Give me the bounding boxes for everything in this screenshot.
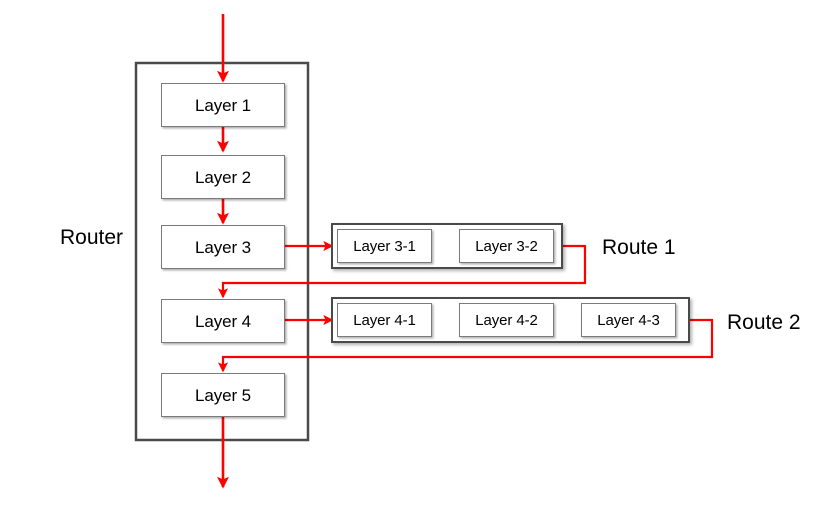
node-layer-3[interactable]: Layer 3 [161,225,285,269]
node-layer-3-2[interactable]: Layer 3-2 [459,229,554,263]
route2-feedback-path [217,318,714,373]
node-layer-4-2[interactable]: Layer 4-2 [459,303,554,337]
node-layer-2[interactable]: Layer 2 [161,155,285,199]
node-layer-4-1[interactable]: Layer 4-1 [337,303,432,337]
node-layer-4[interactable]: Layer 4 [161,299,285,343]
node-layer-3-1[interactable]: Layer 3-1 [337,229,432,263]
node-layer-1[interactable]: Layer 1 [161,83,285,127]
route-2-label: Route 2 [727,311,801,334]
route-1-label: Route 1 [602,236,676,259]
router-label: Router [60,226,124,249]
node-layer-4-3[interactable]: Layer 4-3 [581,303,676,337]
route1-feedback-path [217,244,587,299]
node-layer-5[interactable]: Layer 5 [161,373,285,417]
